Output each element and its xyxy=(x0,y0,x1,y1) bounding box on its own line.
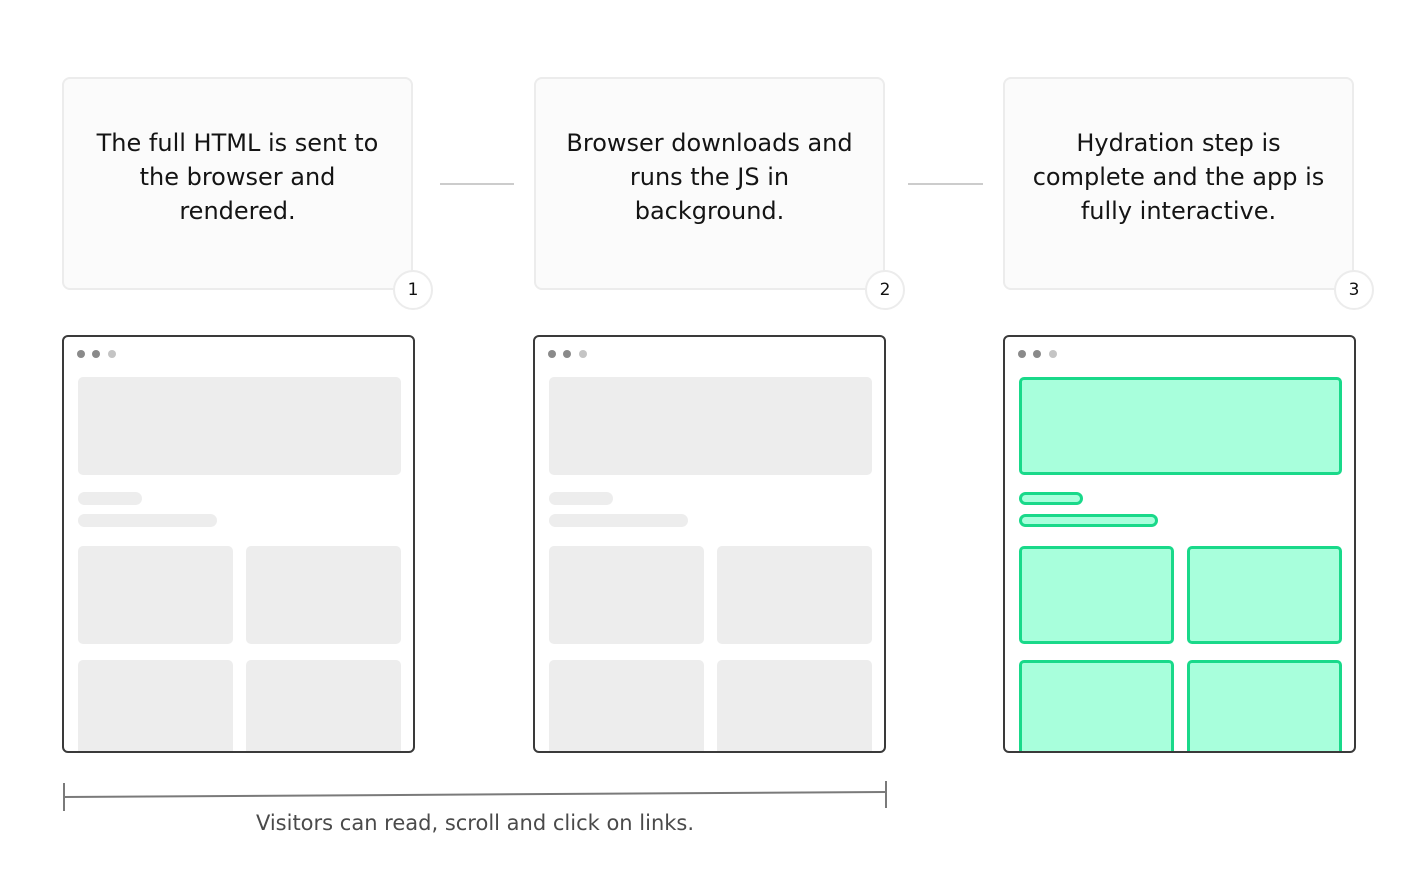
card-placeholder xyxy=(549,660,704,751)
step-card-2: Browser downloads and runs the JS in bac… xyxy=(534,77,905,310)
text-line-interactive xyxy=(1019,514,1158,527)
card-interactive xyxy=(1019,660,1174,751)
hero-block-interactive xyxy=(1019,377,1342,475)
browser-mockup-loading-js xyxy=(533,335,886,753)
window-dot-icon xyxy=(563,350,571,358)
card-interactive xyxy=(1019,546,1174,644)
step-text-2: Browser downloads and runs the JS in bac… xyxy=(566,128,853,225)
text-line-placeholder xyxy=(78,492,142,505)
bracket-span-line xyxy=(63,791,887,798)
card-placeholder xyxy=(78,546,233,644)
step-number-badge-3: 3 xyxy=(1334,270,1374,310)
card-placeholder xyxy=(717,546,872,644)
window-dot-icon xyxy=(548,350,556,358)
card-placeholder xyxy=(78,660,233,751)
connector-line-2-3 xyxy=(908,183,983,185)
timeline-caption: Visitors can read, scroll and click on l… xyxy=(255,811,695,835)
window-dot-icon xyxy=(1018,350,1026,358)
step-text-3: Hydration step is complete and the app i… xyxy=(1032,128,1325,225)
browser-mockup-hydrated xyxy=(1003,335,1356,753)
text-line-placeholder xyxy=(549,514,688,527)
step-number-badge-2: 2 xyxy=(865,270,905,310)
card-placeholder xyxy=(717,660,872,751)
window-dot-icon xyxy=(92,350,100,358)
window-dot-icon xyxy=(579,350,587,358)
card-interactive xyxy=(1187,546,1342,644)
step-card-3: Hydration step is complete and the app i… xyxy=(1003,77,1374,310)
text-line-placeholder xyxy=(549,492,613,505)
text-line-placeholder xyxy=(78,514,217,527)
card-placeholder xyxy=(246,660,401,751)
step-text-1: The full HTML is sent to the browser and… xyxy=(96,128,379,225)
hero-placeholder xyxy=(549,377,872,475)
window-dot-icon xyxy=(77,350,85,358)
window-dot-icon xyxy=(1049,350,1057,358)
card-placeholder xyxy=(549,546,704,644)
card-interactive xyxy=(1187,660,1342,751)
browser-mockup-rendered xyxy=(62,335,415,753)
card-placeholder xyxy=(246,546,401,644)
connector-line-1-2 xyxy=(440,183,514,185)
text-line-interactive xyxy=(1019,492,1083,505)
window-dot-icon xyxy=(108,350,116,358)
step-number-badge-1: 1 xyxy=(393,270,433,310)
step-card-1: The full HTML is sent to the browser and… xyxy=(62,77,433,310)
hero-placeholder xyxy=(78,377,401,475)
window-dot-icon xyxy=(1033,350,1041,358)
